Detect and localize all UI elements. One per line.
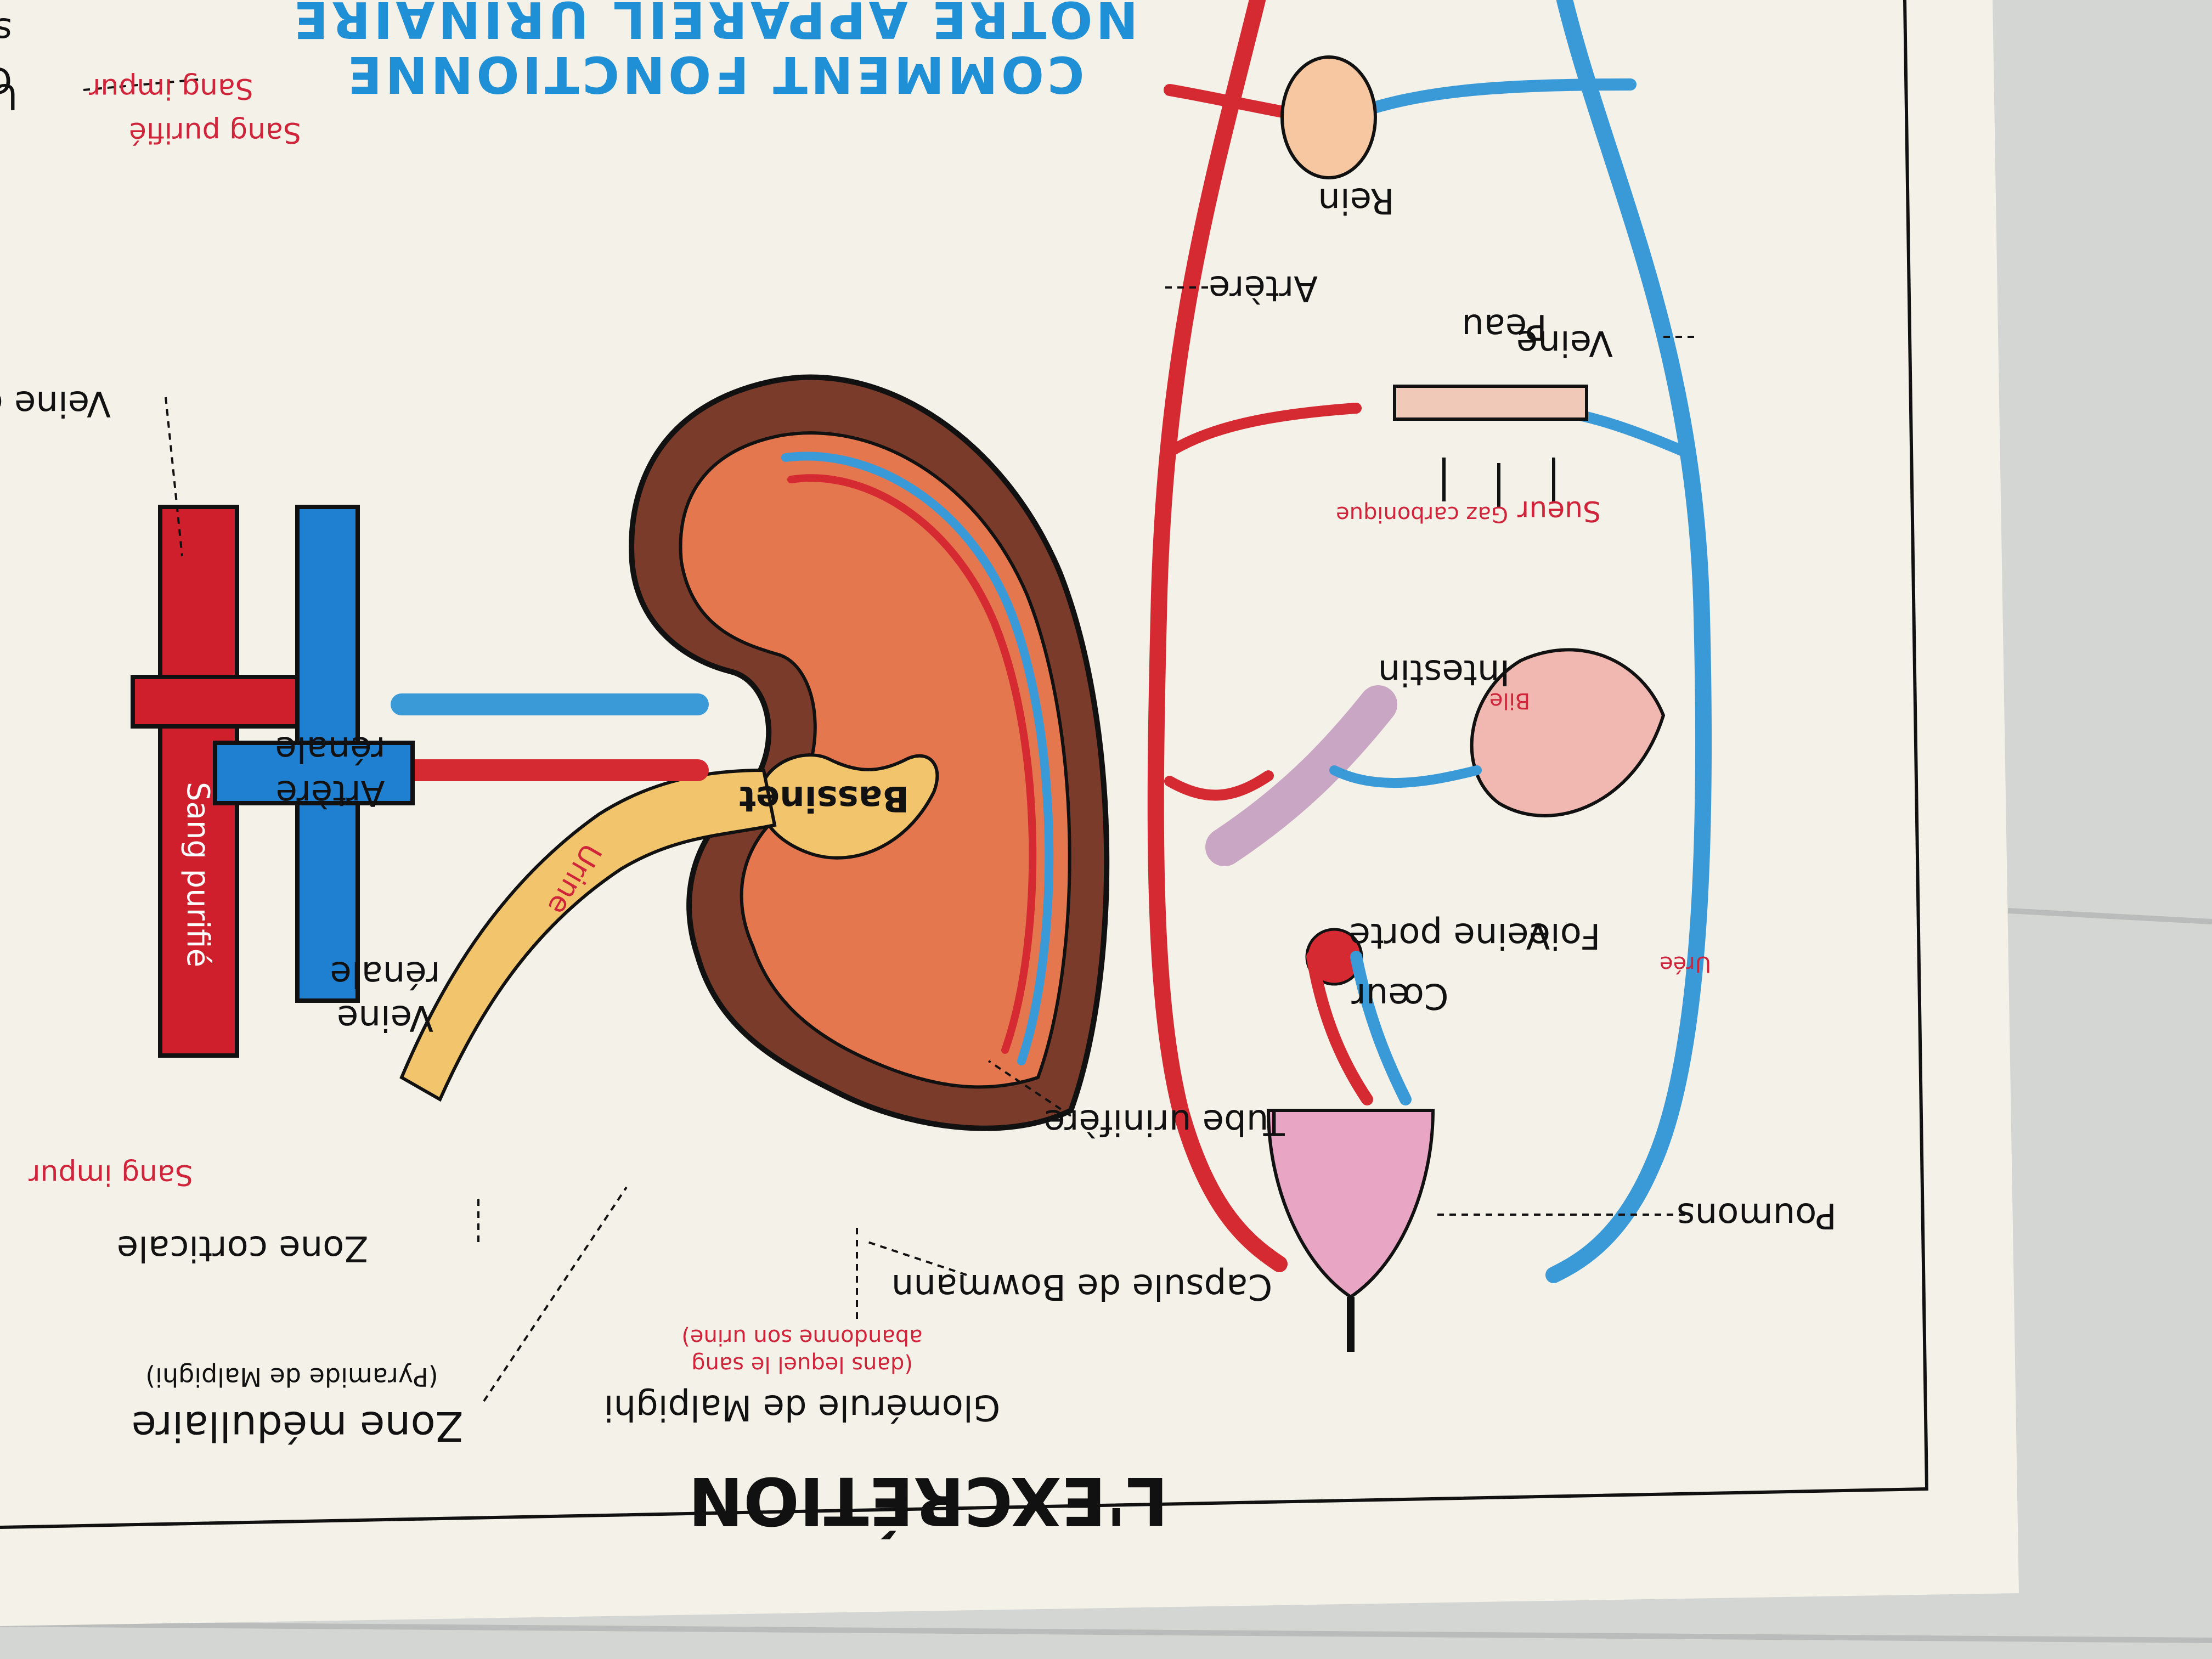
label-coeur: Cœur [1351,975,1449,1016]
poster-subtitle-2: NOTRE APPAREIL URINAIRE [291,0,1138,49]
partial-label-ca: Ca [0,59,12,100]
ureter [399,768,777,1102]
lungs [1266,1109,1435,1299]
label-veine-renale-1: Veine [337,997,433,1038]
label-veine: Veine [1516,323,1613,363]
label-poumons: Poumons [1677,1195,1836,1235]
sweat-arrows [1442,458,1555,507]
label-capsule: Capsule de Bowmann [891,1266,1272,1307]
label-veine-porte: Veine porte [1349,915,1550,956]
label-uree: Urée [1660,951,1711,977]
label-bile: Bile [1489,688,1530,713]
label-pyramide: (Pyramide de Malpighi) [145,1362,438,1392]
label-sang-purifie: Sang purifié [180,782,216,967]
artery-loop [1147,0,1288,1272]
kidney-cross-section [131,374,1110,1131]
label-sueur: Sueur [1517,494,1601,527]
label-bassinet: Bassinet [739,778,909,819]
label-uretere: Uret [0,76,18,116]
label-glomerule: Glomérule de Malpighi [604,1387,1001,1427]
vein-loop [1545,0,1712,1283]
legend-sang-purifie: Sang purifié [129,116,301,149]
label-intestin: Intestin [1378,652,1510,692]
label-glomerule-note2: abandonne son urine) [681,1324,923,1350]
label-rein: Rein [1318,180,1394,221]
label-glomerule-note1: (dans lequel le sang [691,1352,913,1377]
label-veine-renale-2: rénale [330,953,440,994]
label-foie: Foie [1529,915,1601,956]
poster-border [0,0,1929,1529]
label-artere-renale-1: Artère [276,772,385,813]
skin-patch [1393,385,1588,421]
poster-subtitle-1: COMMENT FONCTIONNE [344,45,1084,104]
label-veine-cave: Veine cave [0,383,111,424]
kidney-small [1280,55,1377,179]
label-peau: Peau [1462,306,1547,347]
label-zone-medullaire: Zone médullaire [132,1402,464,1449]
poster-title: L'EXCRÉTION [689,1462,1169,1539]
label-artere: Artère [1209,268,1318,308]
label-gaz: Gaz carbonique [1336,501,1508,527]
liver [1470,648,1666,817]
label-artere-renale-2: rénale [275,729,385,769]
bassinet-shape [758,753,939,860]
circulation-diagram [1147,0,1712,1352]
intestine [1205,685,1397,866]
legend-sang-impur: Sang impur [88,72,253,105]
partial-label-surr: surr [0,10,12,50]
kidney-medulla [679,431,1071,1089]
label-tube: Tube urinifère [1043,1102,1285,1142]
label-sang-impur: Sang impur [28,1158,193,1191]
label-zone-corticale: Zone corticale [117,1228,368,1268]
